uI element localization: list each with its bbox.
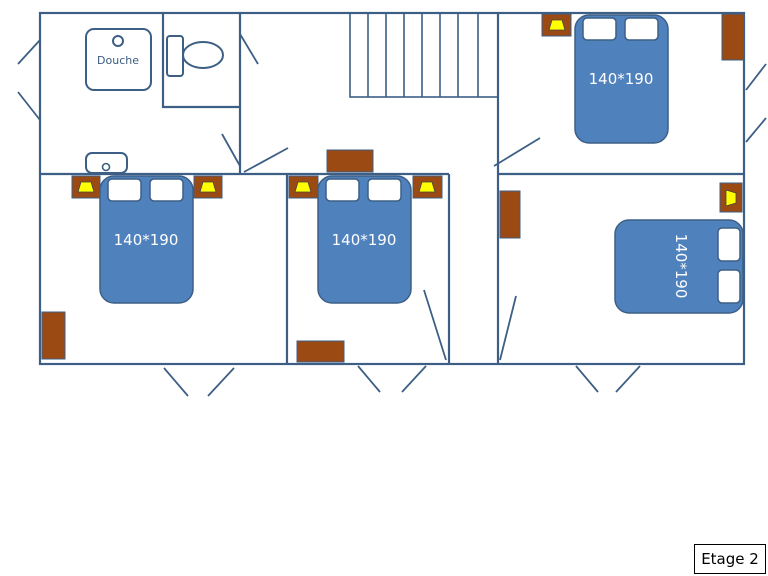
bed [99, 175, 194, 304]
lamp-icon [294, 181, 312, 193]
bed-bottom-right: 140*190 [614, 219, 744, 314]
window-left-bottom [17, 91, 41, 121]
dresser-corridor [326, 149, 374, 173]
sink-drain-icon [101, 162, 111, 172]
wardrobe-left-room [41, 311, 66, 360]
stairs-outline [349, 12, 499, 98]
nightstands [71, 13, 743, 213]
toilet-bowl [182, 41, 224, 69]
wall-wc [161, 13, 240, 109]
door-bathroom-top [239, 33, 259, 65]
window-left-top [17, 39, 41, 65]
door-middle-room [423, 289, 447, 361]
bed [614, 219, 744, 314]
lamp-icon [548, 19, 566, 31]
wardrobe-right-room [499, 190, 521, 239]
bed-size-label: 140*190 [332, 231, 397, 249]
window-bottom-right-b [615, 365, 641, 393]
bed-bottom-middle: 140*190 [317, 175, 412, 304]
door-right-room [499, 295, 517, 361]
shower-tray [85, 28, 152, 91]
floor-label: Etage 2 [694, 544, 766, 574]
staircase [349, 12, 499, 98]
bed [574, 14, 669, 144]
shower-drain-icon [112, 35, 124, 47]
lamp-icon [725, 189, 737, 207]
pillow [325, 178, 360, 202]
furniture [41, 13, 745, 363]
bed-bottom-left: 140*190 [99, 175, 194, 304]
door-corridor [243, 147, 289, 173]
dresser-middle-room [296, 340, 345, 363]
bed-top-right: 140*190 [574, 14, 669, 144]
lamp-icon [418, 181, 436, 193]
bed-size-label: 140*190 [589, 70, 654, 88]
window-right-bottom [745, 117, 767, 143]
pillow [107, 178, 142, 202]
window-bottom-mid-a [357, 365, 381, 393]
pillow [717, 269, 741, 304]
pillow [149, 178, 184, 202]
bed-size-label: 140*190 [672, 234, 690, 299]
pillow [624, 17, 659, 41]
wardrobe-top-right [721, 13, 745, 61]
window-bottom-right-a [575, 365, 599, 393]
window-bottom-left-b [207, 367, 235, 397]
toilet-tank [166, 35, 184, 77]
doors-windows [17, 33, 767, 397]
bathroom-fixtures: Douche [85, 28, 224, 174]
door-bathroom [221, 133, 241, 167]
shower-label: Douche [97, 54, 139, 67]
bed-size-label: 140*190 [114, 231, 179, 249]
window-right-top [745, 63, 767, 91]
pillow [582, 17, 617, 41]
bed [317, 175, 412, 304]
pillow [367, 178, 402, 202]
window-bottom-mid-b [401, 365, 427, 393]
lamp-icon [199, 181, 217, 193]
pillow [717, 227, 741, 262]
window-bottom-left-a [163, 367, 189, 397]
door-top-right-room [493, 137, 541, 167]
lamp-icon [77, 181, 95, 193]
